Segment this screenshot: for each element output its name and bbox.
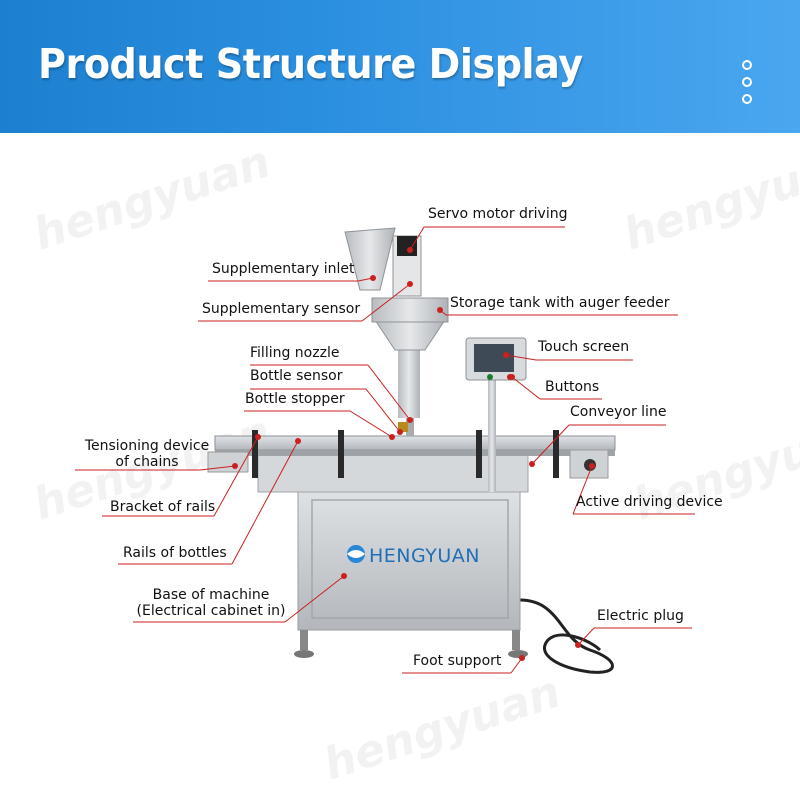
- brand-name: HENGYUAN: [369, 545, 481, 567]
- label-active-driving: Active driving device: [576, 494, 723, 510]
- servo-motor: [397, 236, 417, 256]
- base-cabinet: [297, 489, 521, 631]
- label-filling-nozzle: Filling nozzle: [250, 345, 340, 361]
- label-bottle-stopper: Bottle stopper: [245, 391, 345, 407]
- storage-tank: [374, 319, 446, 351]
- label-storage-tank: Storage tank with auger feeder: [450, 295, 670, 311]
- label-bracket-rails: Bracket of rails: [110, 499, 216, 515]
- label-foot-support: Foot support: [413, 653, 502, 669]
- tensioning-box: [207, 451, 249, 473]
- label-tensioning-device: Tensioning device of chains: [84, 438, 210, 470]
- foot-right: [508, 650, 528, 658]
- label-servo-motor: Servo motor driving: [428, 206, 568, 222]
- svg-text:hengyuan: hengyuan: [618, 136, 800, 260]
- leader-lines: [75, 226, 695, 674]
- label-rails-bottles: Rails of bottles: [123, 545, 227, 561]
- auger-column: [398, 348, 420, 418]
- screen-post: [488, 380, 496, 492]
- touch-screen: [474, 344, 514, 372]
- bottle: [398, 422, 408, 432]
- electric-cable: [519, 598, 614, 674]
- label-supplementary-sensor: Supplementary sensor: [202, 301, 361, 317]
- label-base-machine: Base of machine (Electrical cabinet in): [136, 587, 286, 619]
- label-conveyor-line: Conveyor line: [570, 404, 667, 420]
- cabinet-door: [311, 499, 509, 619]
- header-banner: Product Structure Display: [0, 0, 800, 133]
- label-bottle-sensor: Bottle sensor: [250, 368, 343, 384]
- menu-dots-icon: [742, 60, 754, 111]
- leader-dots: [232, 247, 595, 661]
- label-touch-screen: Touch screen: [538, 339, 630, 355]
- tank-collar: [371, 297, 449, 323]
- label-supplementary-inlet: Supplementary inlet: [212, 261, 355, 277]
- mid-frame: [257, 449, 529, 493]
- page-title: Product Structure Display: [38, 40, 583, 88]
- filling-nozzle: [406, 418, 414, 436]
- foot-left: [294, 650, 314, 658]
- svg-text:hengyuan: hengyuan: [318, 666, 567, 790]
- supplementary-hopper: [344, 227, 396, 291]
- label-buttons: Buttons: [545, 379, 600, 395]
- label-electric-plug: Electric plug: [597, 608, 684, 624]
- svg-text:hengyuan: hengyuan: [28, 136, 277, 260]
